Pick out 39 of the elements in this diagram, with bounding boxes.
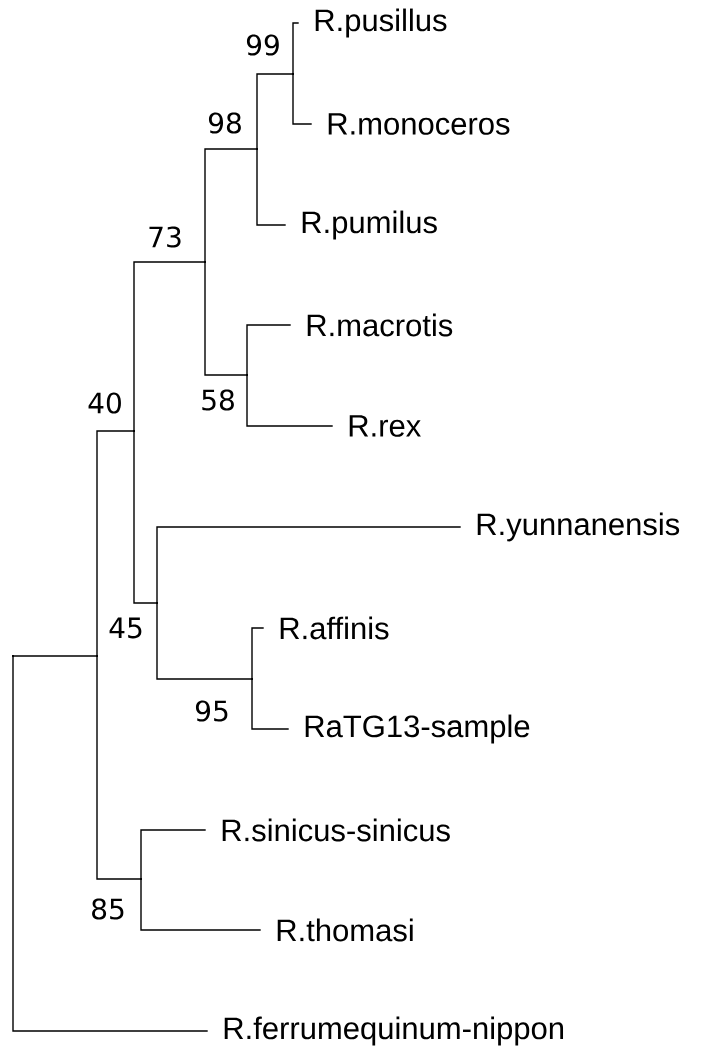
tree-branch [256,148,286,226]
leaf-label: R.thomasi [277,918,413,942]
bootstrap-value: 40 [88,392,121,414]
bootstrap-value: 73 [149,226,181,248]
tree-branch [156,602,253,680]
tree-branch [156,526,461,604]
leaf-label: R.ferrumequinum-nippon [224,1016,563,1046]
tree-branch [12,655,98,657]
tree-branch [133,261,206,432]
tree-branch [133,430,158,604]
tree-branch [246,324,291,376]
tree-branch [251,627,264,680]
tree-branch [140,829,206,880]
bootstrap-value: 95 [195,700,228,722]
leaf-label: R.pusillus [315,8,447,38]
bootstrap-value: 45 [109,617,142,639]
tree-branch [256,73,294,150]
leaf-label: R.pumilus [302,210,437,240]
tree-branch [204,261,248,376]
tree-branch [292,22,299,75]
bootstrap-value: 85 [92,898,124,920]
bootstrap-value: 98 [208,112,241,134]
leaf-label: R.yunnanensis [477,512,680,542]
leaf-label: R.rex [349,415,421,437]
tree-branch [251,678,289,730]
tree-branch [246,374,333,427]
tree-branch [204,148,258,263]
bootstrap-value: 58 [202,389,234,411]
leaf-label: R.affinis [280,616,389,640]
leaf-label: R.sinicus-sinicus [222,818,450,842]
leaf-label: R.monoceros [328,113,510,135]
tree-branch [96,430,135,657]
tree-branch [96,655,142,880]
leaf-label: RaTG13-sample [305,714,530,744]
tree-branch [140,878,261,931]
tree-branch [12,655,208,1032]
leaf-label: R.macrotis [307,313,453,337]
tree-branch [292,73,312,125]
bootstrap-value: 99 [246,34,279,56]
